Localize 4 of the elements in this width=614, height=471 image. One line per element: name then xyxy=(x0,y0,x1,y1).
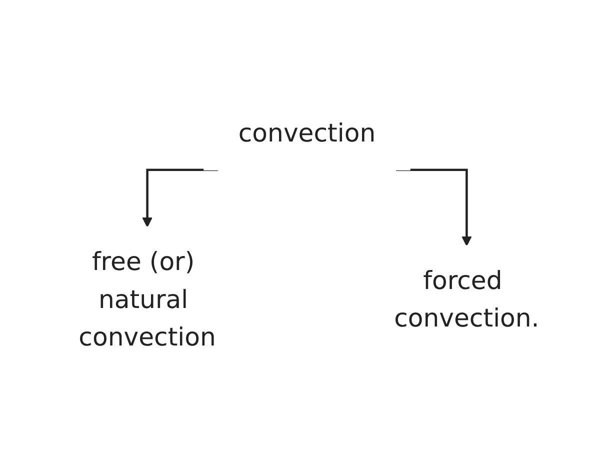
arrow xyxy=(396,168,472,246)
arrow xyxy=(142,168,218,227)
node-text: forced convection. xyxy=(394,266,540,334)
node-text: free (or) natural convection xyxy=(78,248,216,352)
